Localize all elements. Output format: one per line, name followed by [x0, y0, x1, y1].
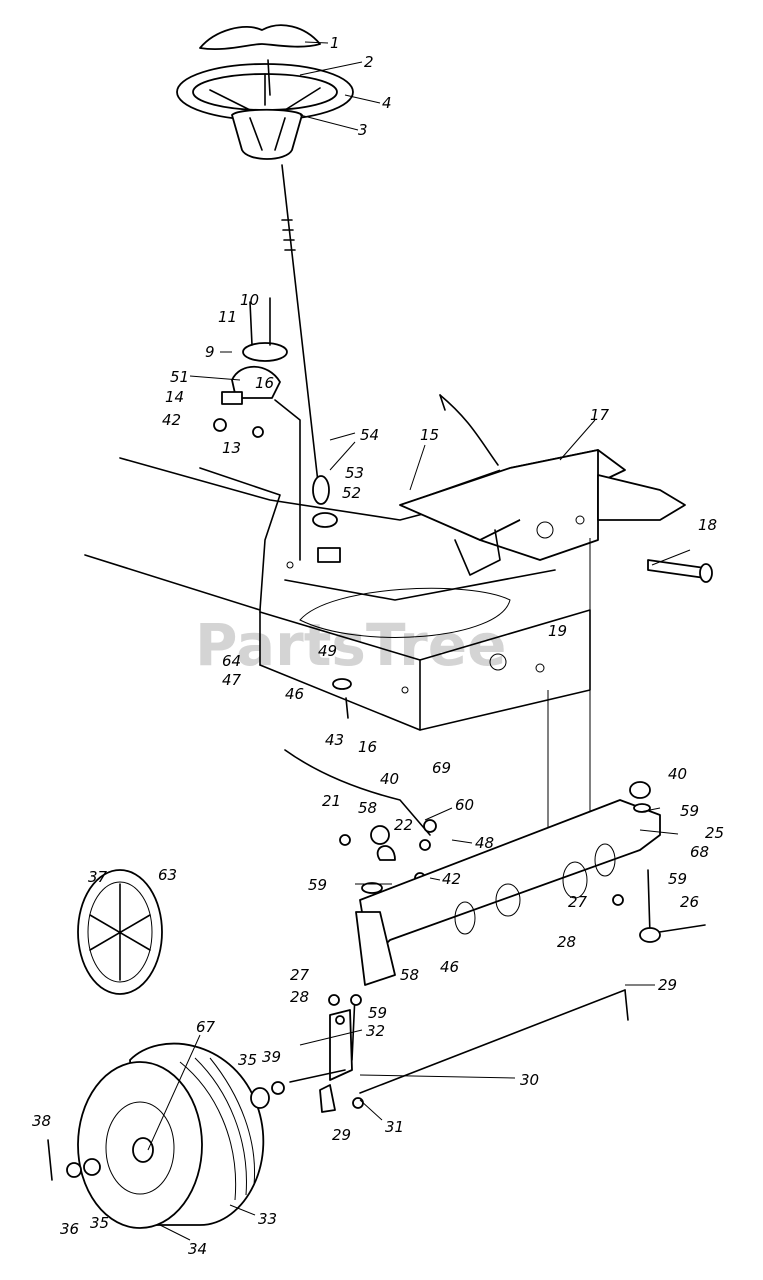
- callout-39: 39: [262, 1048, 281, 1066]
- front-tire-wheel: [47, 1042, 285, 1229]
- callout-35b: 35: [90, 1214, 109, 1232]
- callout-32: 32: [366, 1022, 385, 1040]
- callout-53: 53: [345, 464, 364, 482]
- callout-31: 31: [385, 1118, 404, 1136]
- callout-27: 27: [568, 893, 588, 911]
- bolt-18: [647, 559, 713, 583]
- hubcap: [77, 869, 163, 995]
- callout-48: 48: [475, 834, 494, 852]
- callout-15: 15: [420, 426, 439, 444]
- callout-63: 63: [158, 866, 177, 884]
- callout-19: 19: [548, 622, 567, 640]
- leader-lines: [147, 41, 691, 1241]
- callout-60: 60: [455, 796, 474, 814]
- bolt-43: [345, 697, 349, 719]
- callout-58: 58: [358, 799, 377, 817]
- callout-4: 4: [382, 94, 392, 112]
- callout-59: 59: [680, 802, 699, 820]
- callout-46b: 46: [440, 958, 459, 976]
- callout-28b: 28: [290, 988, 309, 1006]
- callout-40: 40: [380, 770, 399, 788]
- callout-42: 42: [162, 411, 181, 429]
- callout-40b: 40: [668, 765, 687, 783]
- callout-29: 29: [658, 976, 677, 994]
- callout-58b: 58: [400, 966, 419, 984]
- callout-37: 37: [88, 868, 108, 886]
- callout-22: 22: [394, 816, 413, 834]
- callout-47: 47: [222, 671, 242, 689]
- callout-18: 18: [698, 516, 717, 534]
- callout-28: 28: [557, 933, 576, 951]
- callout-59c: 59: [668, 870, 687, 888]
- callout-29b: 29: [332, 1126, 351, 1144]
- callout-59d: 59: [368, 1004, 387, 1022]
- callout-labels: 1 2 3 4 10 11 9 51 16 14 42 13 54 15 17 …: [32, 34, 724, 1258]
- callout-16: 16: [255, 374, 274, 392]
- callout-54: 54: [360, 426, 379, 444]
- right-spindle: [612, 869, 706, 1021]
- callout-49: 49: [318, 642, 337, 660]
- callout-17: 17: [590, 406, 610, 424]
- callout-38: 38: [32, 1112, 51, 1130]
- steering-shaft: [281, 164, 338, 528]
- front-axle: [355, 781, 661, 986]
- callout-30: 30: [520, 1071, 539, 1089]
- callout-25: 25: [705, 824, 724, 842]
- callout-59b: 59: [308, 876, 327, 894]
- steering-wheel-assembly: [176, 24, 354, 160]
- callout-52: 52: [342, 484, 361, 502]
- callout-10: 10: [240, 291, 259, 309]
- callout-46: 46: [285, 685, 304, 703]
- bracket-assembly: [213, 297, 301, 561]
- callout-69: 69: [432, 759, 451, 777]
- callout-33: 33: [258, 1210, 277, 1228]
- callout-14: 14: [165, 388, 184, 406]
- callout-21: 21: [322, 792, 341, 810]
- callout-42b: 42: [442, 870, 461, 888]
- callout-67: 67: [196, 1018, 216, 1036]
- dash-panel: [399, 394, 686, 576]
- callout-34: 34: [188, 1240, 207, 1258]
- bushing-46: [332, 678, 352, 690]
- drag-link: [284, 749, 437, 884]
- left-spindle: [289, 994, 364, 1113]
- watermark: PartsTree: [195, 611, 506, 679]
- callout-26: 26: [680, 893, 699, 911]
- callout-43: 43: [325, 731, 344, 749]
- callout-27b: 27: [290, 966, 310, 984]
- callout-35: 35: [238, 1051, 257, 1069]
- callout-11: 11: [218, 308, 237, 326]
- callout-64: 64: [222, 652, 241, 670]
- callout-16b: 16: [358, 738, 377, 756]
- callout-3: 3: [358, 121, 368, 139]
- callout-51: 51: [170, 368, 189, 386]
- callout-13: 13: [222, 439, 241, 457]
- callout-9: 9: [205, 343, 215, 361]
- callout-2: 2: [364, 53, 374, 71]
- callout-68: 68: [690, 843, 709, 861]
- callout-36: 36: [60, 1220, 79, 1238]
- callout-1: 1: [330, 34, 340, 52]
